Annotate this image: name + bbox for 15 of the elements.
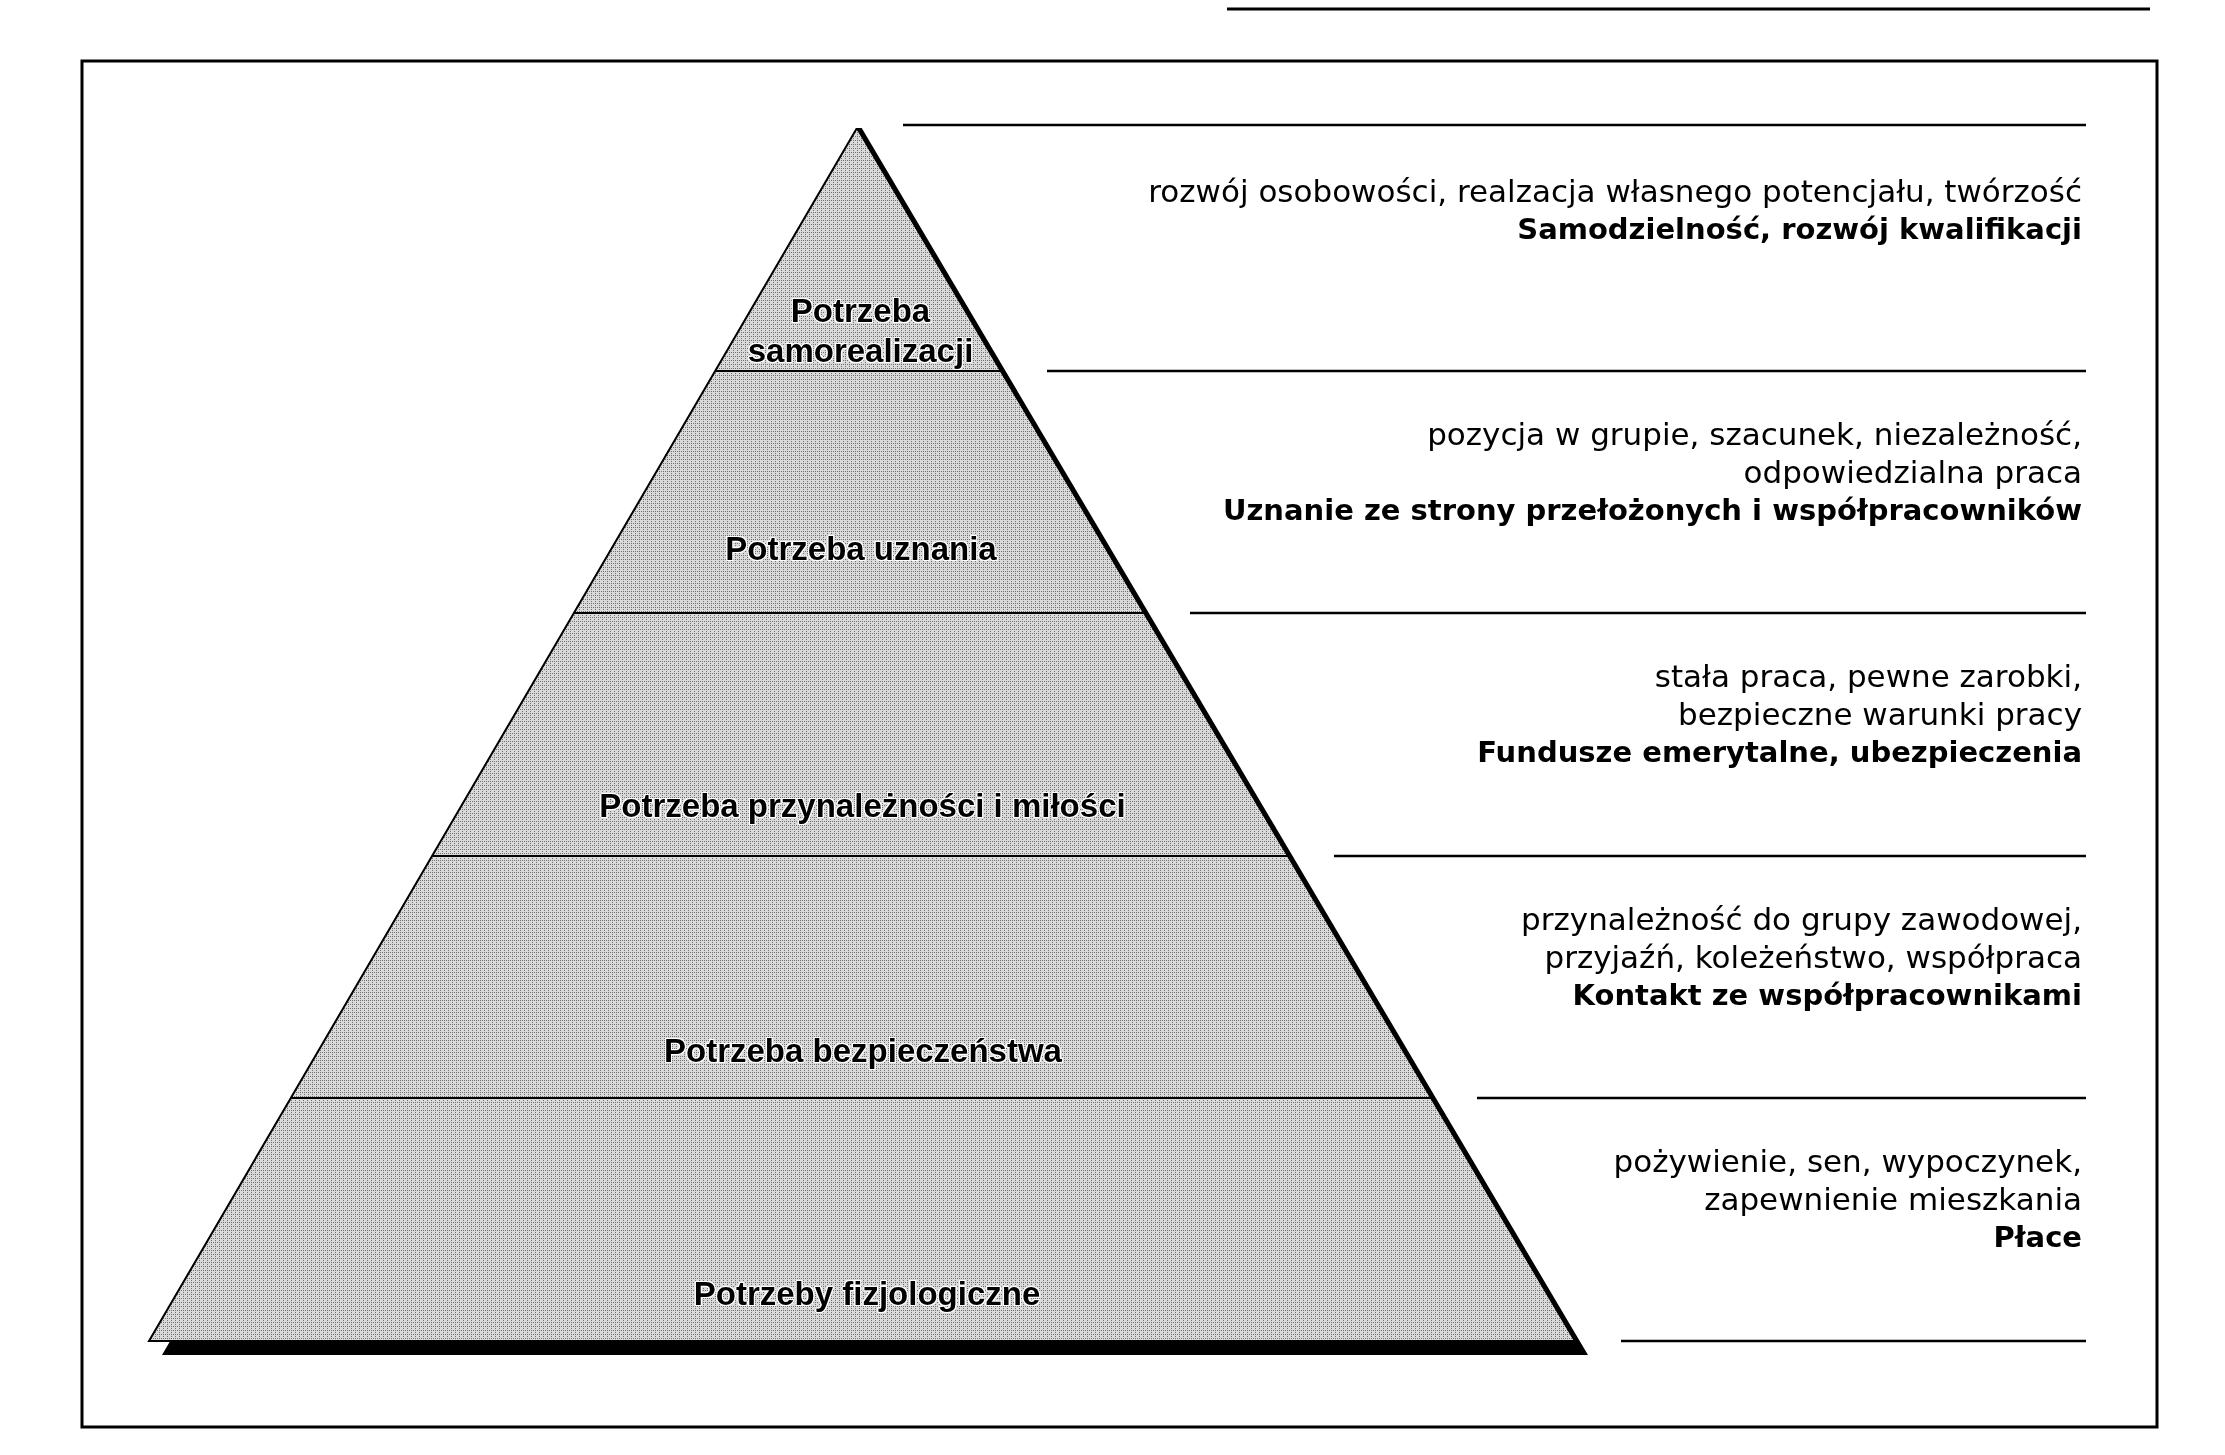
- level-label: Potrzeba przynależności i miłości: [599, 786, 1126, 826]
- level-label: Potrzeby fizjologiczne: [693, 1274, 1041, 1314]
- workplace-factor-text: Uznanie ze strony przełożonych i współpracowników: [1222, 492, 2082, 529]
- need-examples-text: pozycja w grupie, szacunek, niezależność, odpowiedzialna praca: [1426, 415, 2082, 491]
- level-label: Potrzeba uznania: [725, 529, 997, 569]
- workplace-factor-text: Fundusze emerytalne, ubezpieczenia: [1477, 734, 2082, 771]
- level-label: Potrzeba bezpieczeństwa: [664, 1031, 1062, 1071]
- level-label: Potrzeba samorealizacji: [746, 291, 975, 371]
- workplace-factor-text: Kontakt ze współpracownikami: [1572, 977, 2082, 1014]
- need-examples-text: rozwój osobowości, realzacja własnego potencjału, twórzość: [1148, 172, 2082, 210]
- need-examples-text: pożywienie, sen, wypoczynek, zapewnienie mieszkania: [1612, 1142, 2082, 1218]
- workplace-factor-text: Płace: [1993, 1219, 2082, 1256]
- need-examples-text: przynależność do grupy zawodowej, przyjaźń, koleżeństwo, współpraca: [1520, 900, 2082, 976]
- workplace-factor-text: Samodzielność, rozwój kwalifikacji: [1517, 211, 2082, 248]
- need-examples-text: stała praca, pewne zarobki, bezpieczne warunki pracy: [1653, 657, 2082, 733]
